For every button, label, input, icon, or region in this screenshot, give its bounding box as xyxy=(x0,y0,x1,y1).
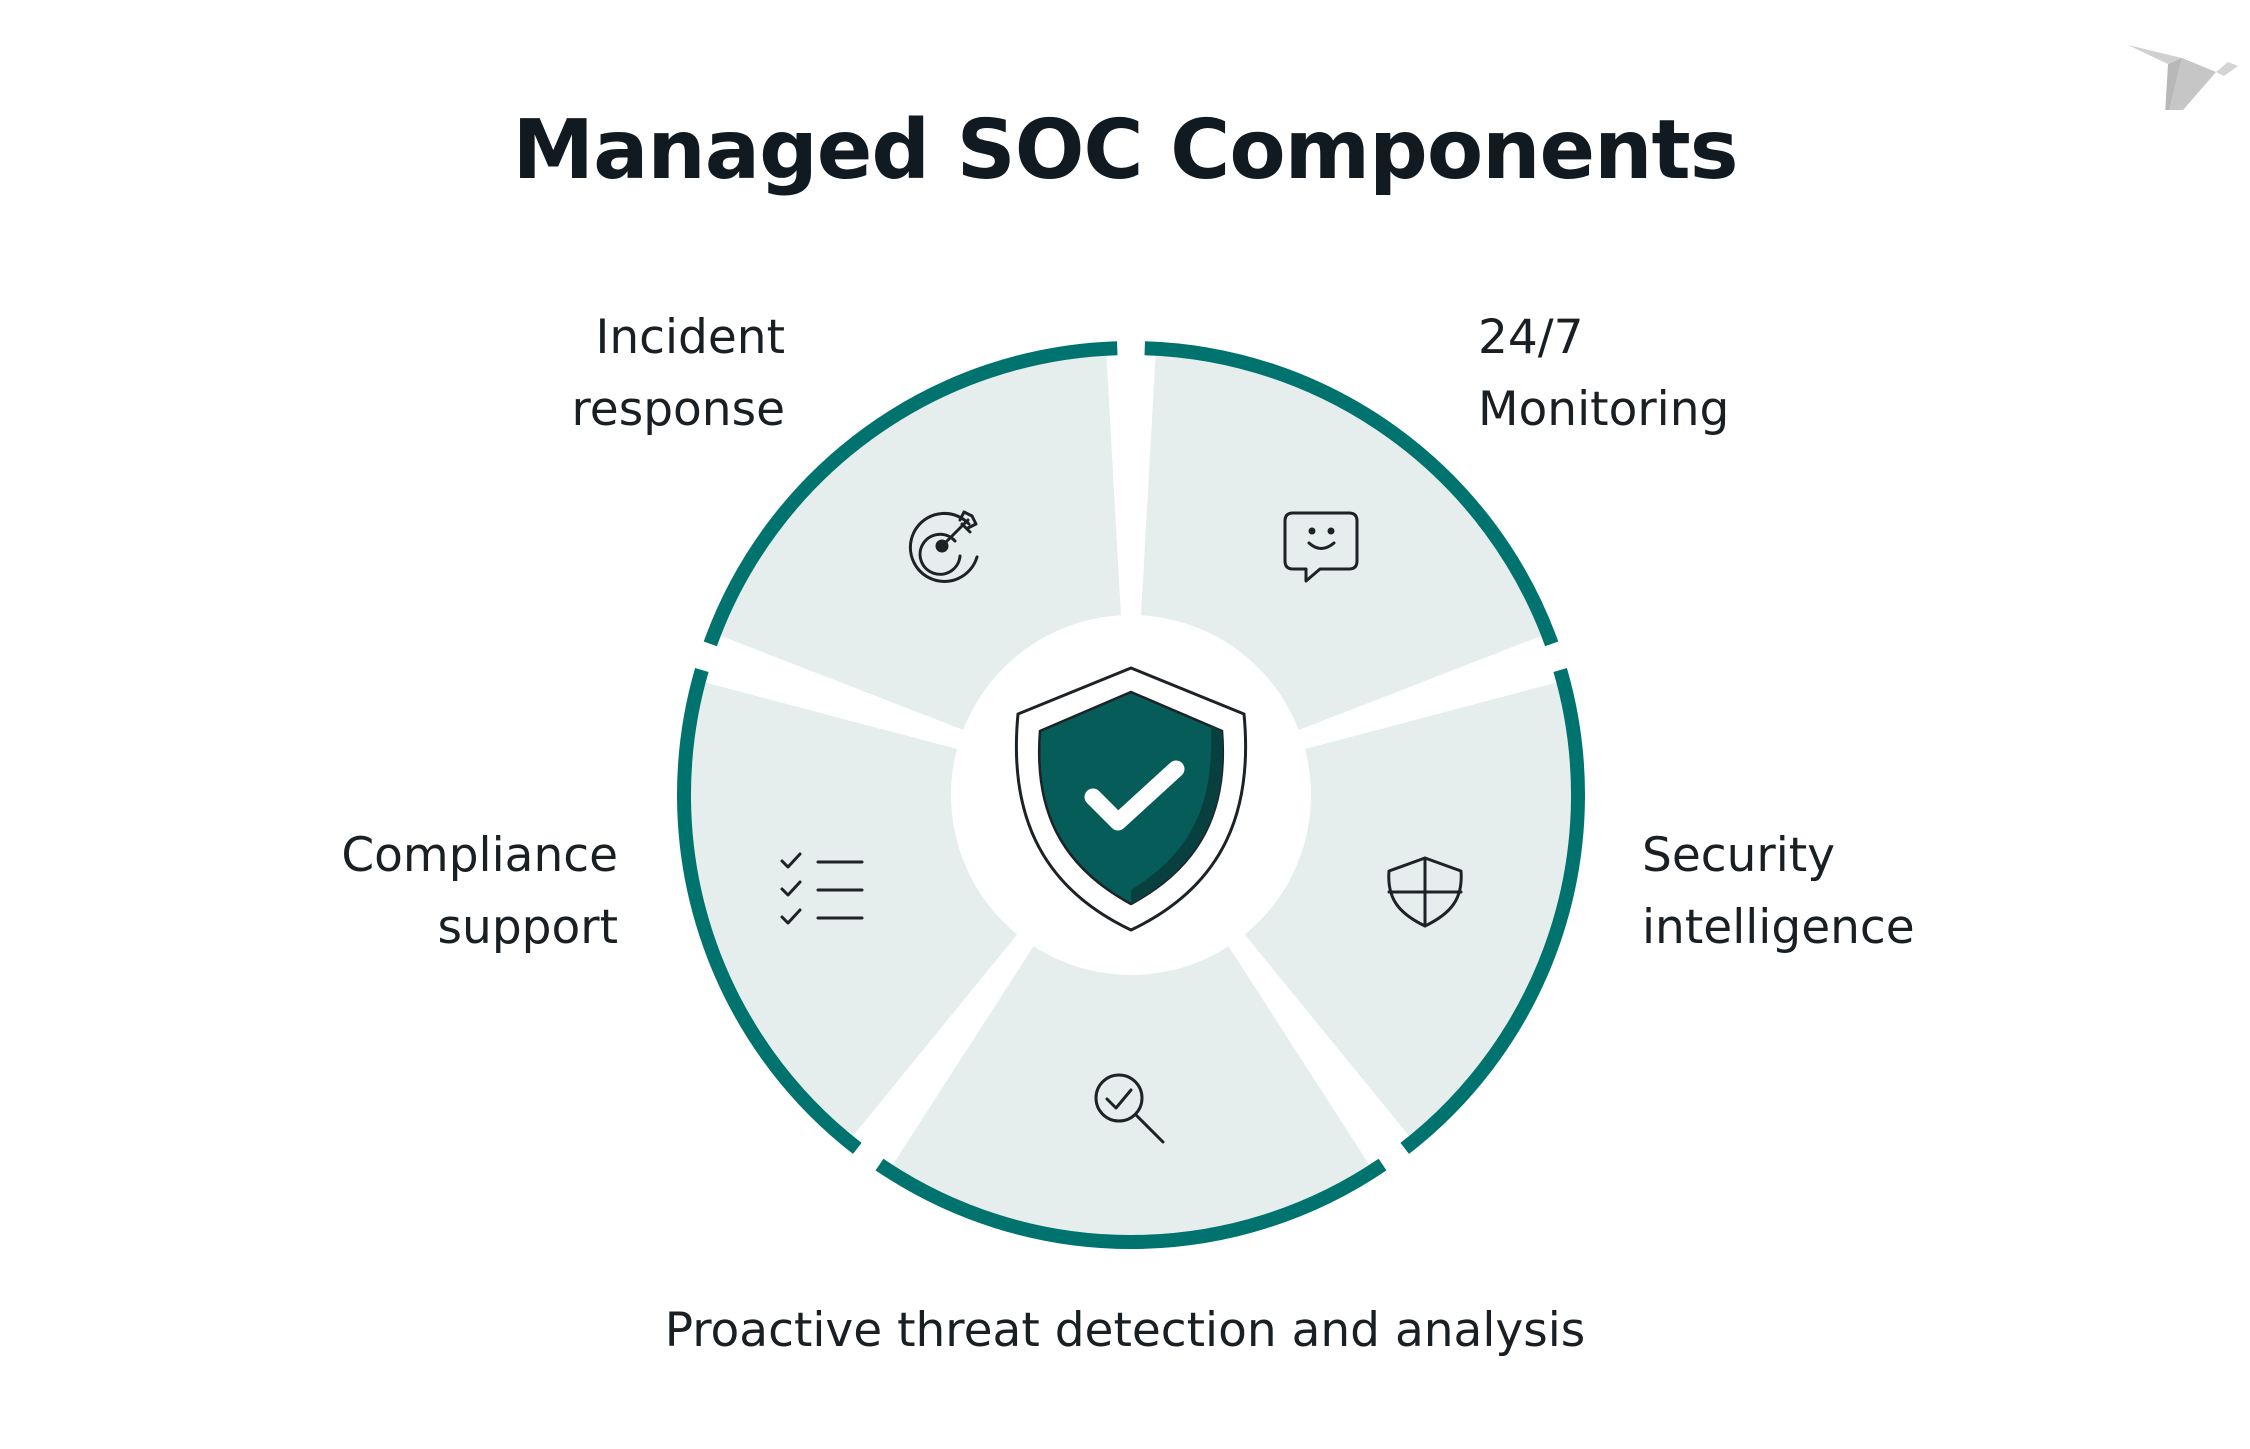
bird-logo-icon xyxy=(2128,45,2238,110)
ring-arc-monitoring xyxy=(1144,341,1559,647)
label-monitoring: 24/7 Monitoring xyxy=(1478,302,1878,446)
page-title: Managed SOC Components xyxy=(512,103,1738,198)
target-icon xyxy=(908,510,979,583)
label-line: Proactive threat detection and analysis xyxy=(664,1303,1586,1358)
label-line: Monitoring xyxy=(1478,382,1730,437)
segment-proactive xyxy=(892,795,1370,1235)
label-line: 24/7 xyxy=(1478,310,1584,365)
ring-arc-incident xyxy=(703,341,1118,647)
chat-smile-icon xyxy=(1283,511,1359,583)
label-line: Incident xyxy=(595,310,785,365)
label-line: response xyxy=(571,382,785,437)
magnifier-check-icon xyxy=(1094,1073,1165,1144)
label-security-intelligence: Security intelligence xyxy=(1642,820,2092,964)
label-proactive-threat-detection: Proactive threat detection and analysis xyxy=(0,1295,2250,1367)
checklist-icon xyxy=(780,852,864,925)
shield-check-icon xyxy=(1014,666,1248,932)
ring-arc-security xyxy=(1400,668,1585,1154)
label-compliance-support: Compliance support xyxy=(280,820,618,964)
label-line: Compliance xyxy=(341,828,618,883)
shield-cross-icon xyxy=(1387,856,1463,928)
label-incident-response: Incident response xyxy=(480,302,785,446)
ring-arc-proactive xyxy=(875,1158,1387,1249)
label-line: support xyxy=(437,900,618,955)
ring-arc-compliance xyxy=(677,668,862,1154)
label-line: Security xyxy=(1642,828,1836,883)
label-line: intelligence xyxy=(1642,900,1915,955)
